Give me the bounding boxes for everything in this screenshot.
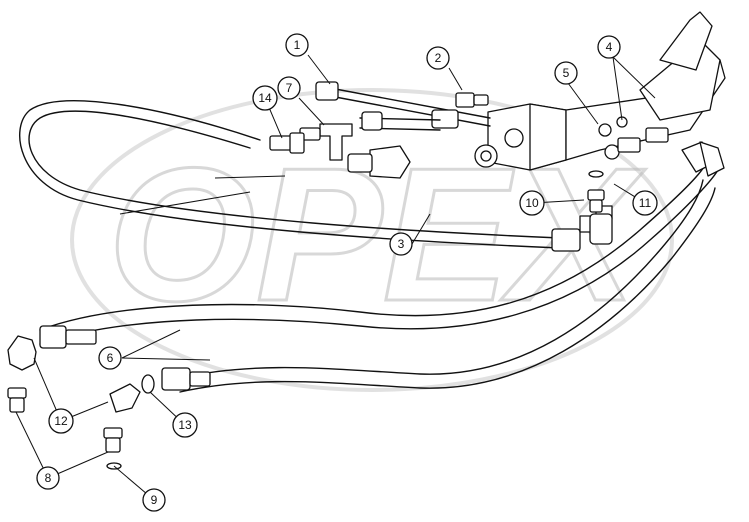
callout-9: 9 [142, 488, 166, 512]
loose-fittings [7, 335, 155, 470]
callout-label: 1 [294, 38, 301, 52]
callout-3: 3 [389, 232, 413, 256]
callout-10: 10 [519, 190, 545, 216]
callout-2: 2 [426, 46, 450, 70]
callout-label: 3 [398, 237, 405, 251]
callout-1: 1 [285, 33, 309, 57]
callout-14: 14 [252, 85, 278, 111]
callout-label: 8 [45, 471, 52, 485]
hose-loop [19, 100, 613, 252]
valve-block [474, 11, 726, 171]
callout-label: 9 [151, 493, 158, 507]
callout-label: 14 [258, 91, 272, 105]
callout-label: 6 [107, 351, 114, 365]
callout-11: 11 [632, 190, 658, 216]
callout-label: 12 [54, 414, 68, 428]
callout-6: 6 [98, 346, 122, 370]
hose-pair [39, 141, 725, 393]
callout-label: 7 [286, 81, 293, 95]
callout-7: 7 [277, 76, 301, 100]
callout-5: 5 [554, 61, 578, 85]
callout-13: 13 [172, 412, 198, 438]
tube-assemblies [269, 81, 669, 213]
callout-12: 12 [48, 408, 74, 434]
callout-label: 5 [563, 66, 570, 80]
callouts: 1 2 3 4 5 6 7 8 [36, 33, 658, 512]
callout-label: 11 [639, 196, 652, 210]
callout-4: 4 [597, 35, 621, 59]
callout-label: 10 [525, 196, 539, 210]
callout-label: 4 [606, 40, 613, 54]
callout-label: 2 [435, 51, 442, 65]
callout-8: 8 [36, 466, 60, 490]
callout-label: 13 [178, 418, 192, 432]
